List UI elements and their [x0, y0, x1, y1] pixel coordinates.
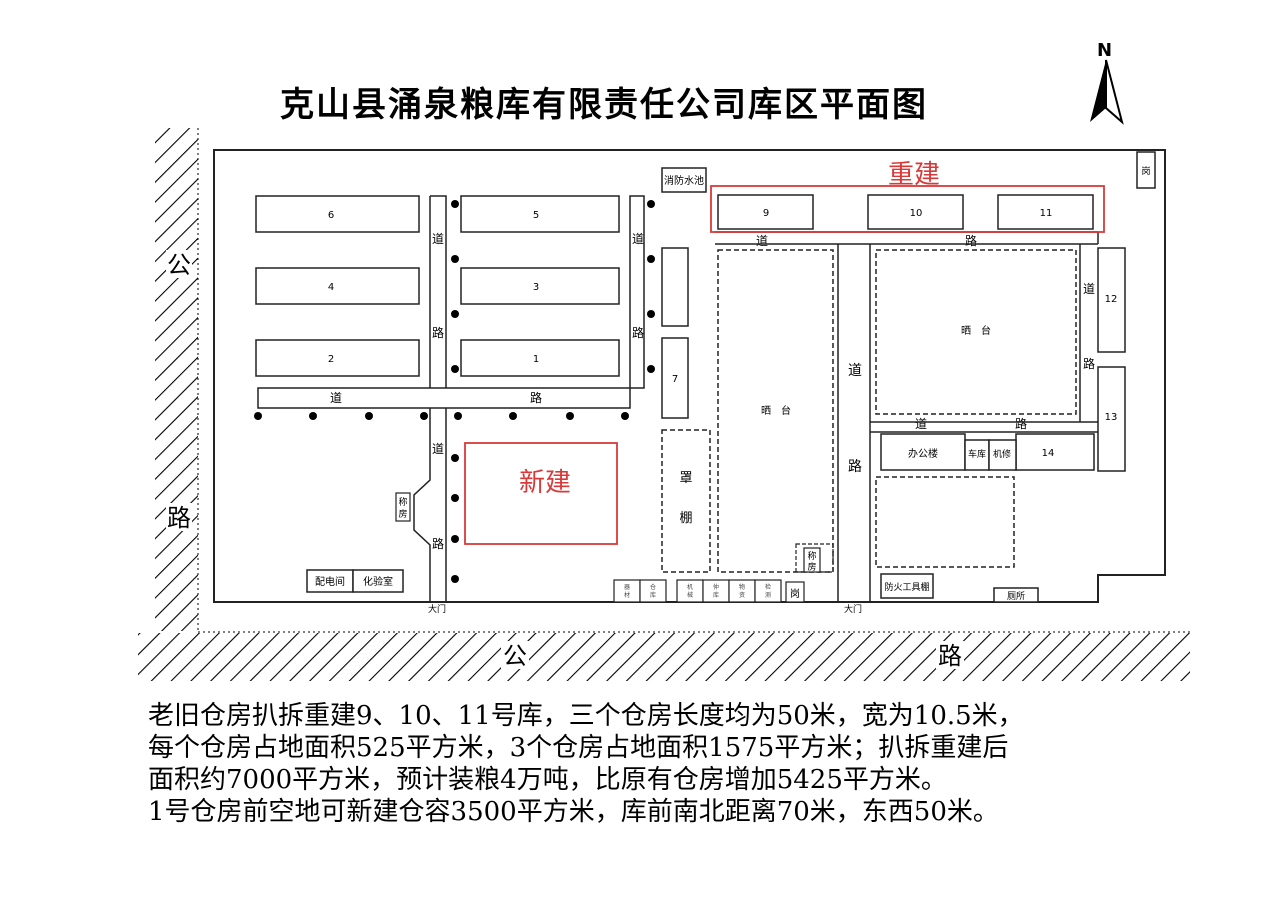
warehouse-3-label: 3 [533, 282, 539, 293]
warehouse-12-label: 12 [1105, 294, 1118, 305]
small-room-label: 库 [650, 591, 656, 599]
scale-room-b-label-1: 称 [807, 550, 816, 562]
canopy [661, 429, 711, 573]
repair-label: 机修 [993, 448, 1011, 460]
power-room-label: 配电间 [315, 575, 345, 588]
rebuild-label: 重建 [888, 160, 940, 190]
warehouse-5-label: 5 [533, 210, 539, 221]
small-room-label: 资 [739, 591, 745, 599]
west-road [155, 128, 198, 631]
small-room-label: 检 [765, 583, 771, 591]
road-char: 路 [1083, 356, 1095, 371]
site-plan-map: 公 路 公 路 道 路 道 路 道 路 道 路 道 路 道 路 道 路 道 路 [138, 128, 1190, 681]
fire-pool-label: 消防水池 [664, 174, 704, 187]
road-label-west-1: 公 [167, 251, 191, 279]
small-room-label: 物 [739, 583, 745, 591]
fire-tools-label: 防火工具棚 [884, 581, 929, 593]
road-char: 路 [965, 233, 977, 248]
small-room-label: 测 [765, 591, 771, 599]
west-internal-road [257, 195, 645, 409]
toilet-label: 厕所 [1007, 591, 1025, 602]
scale-room-label-2: 房 [398, 508, 407, 520]
page-title: 克山县涌泉粮库有限责任公司库区平面图 [280, 85, 928, 125]
guard-ne-label: 岗 [1141, 166, 1150, 177]
description-line: 每个仓房占地面积525平方米，3个仓房占地面积1575平方米；扒拆重建后 [148, 733, 1009, 763]
new-build-label: 新建 [519, 468, 571, 498]
warehouse-6-label: 6 [328, 210, 334, 221]
small-room-label: 仓 [650, 583, 656, 591]
garage-label: 车库 [968, 448, 986, 460]
guard-label: 岗 [790, 588, 800, 600]
road-char: 路 [1015, 416, 1027, 431]
road-char: 道 [756, 234, 768, 248]
small-room-label: 械 [687, 591, 693, 599]
description-line: 1号仓房前空地可新建仓容3500平方米，库前南北距离70米，东西50米。 [148, 797, 999, 827]
drying-yard-center [717, 249, 834, 573]
drying-yard-ne [875, 249, 1077, 415]
small-room-label: 器 [624, 584, 630, 591]
rebuild-highlight [710, 185, 1105, 233]
road-char: 道 [632, 232, 644, 246]
gate-1-label: 大门 [428, 603, 446, 615]
warehouse-7-label: 7 [672, 374, 678, 385]
scale-room-b-label-2: 房 [807, 561, 816, 573]
road-char: 道 [330, 391, 342, 405]
small-room-label: 库 [713, 591, 719, 599]
lamp-dots [254, 200, 655, 583]
road-char: 路 [530, 390, 542, 405]
road-char: 道 [1083, 282, 1095, 296]
new-build-area [464, 442, 618, 545]
description-line: 面积约7000平方米，预计装粮4万吨，比原有仓房增加5425平方米。 [148, 765, 947, 795]
north-label: N [1097, 40, 1113, 61]
office-label: 办公楼 [908, 447, 938, 460]
small-room-label: 机 [687, 583, 693, 591]
warehouse-1-label: 1 [533, 354, 539, 365]
description-line: 老旧仓房扒拆重建9、10、11号库，三个仓房长度均为50米，宽为10.5米， [148, 701, 1024, 731]
drying-yard-ne-label: 晒 台 [961, 324, 991, 337]
lab-label: 化验室 [363, 575, 393, 588]
drying-yard-center-label: 晒 台 [761, 404, 791, 417]
road-char: 路 [432, 325, 444, 340]
road-char: 道 [432, 442, 444, 456]
warehouse-9-label: 9 [763, 208, 769, 219]
scale-room-label-1: 称 [398, 496, 407, 508]
description-block: 老旧仓房扒拆重建9、10、11号库，三个仓房长度均为50米，宽为10.5米， 每… [148, 700, 1258, 828]
warehouse-14-label: 14 [1042, 448, 1055, 459]
warehouse-13-label: 13 [1105, 412, 1118, 423]
road-char: 路 [848, 459, 862, 475]
fire-pool [661, 167, 707, 193]
road-char: 道 [848, 363, 862, 379]
canopy-label-2: 棚 [679, 511, 692, 526]
road-char: 路 [432, 536, 444, 551]
south-road [138, 633, 1190, 681]
road-char: 道 [915, 417, 927, 431]
warehouse-10-label: 10 [910, 208, 923, 219]
warehouse-4-label: 4 [328, 282, 334, 293]
future-area-se [875, 476, 1015, 568]
road-char: 道 [432, 232, 444, 246]
road-label-west-2: 路 [167, 504, 191, 532]
small-room-label: 仲 [713, 583, 719, 591]
road-label-south-2: 路 [938, 642, 962, 670]
canopy-label-1: 罩 [679, 471, 692, 486]
north-arrow-icon [1090, 59, 1124, 125]
warehouse-2-label: 2 [328, 354, 334, 365]
site-boundary [213, 149, 1166, 603]
gate-2-label: 大门 [844, 603, 862, 615]
small-room-label: 材 [624, 591, 630, 599]
warehouse-11-label: 11 [1040, 208, 1053, 219]
road-label-south-1: 公 [503, 642, 527, 670]
road-char: 路 [632, 325, 644, 340]
